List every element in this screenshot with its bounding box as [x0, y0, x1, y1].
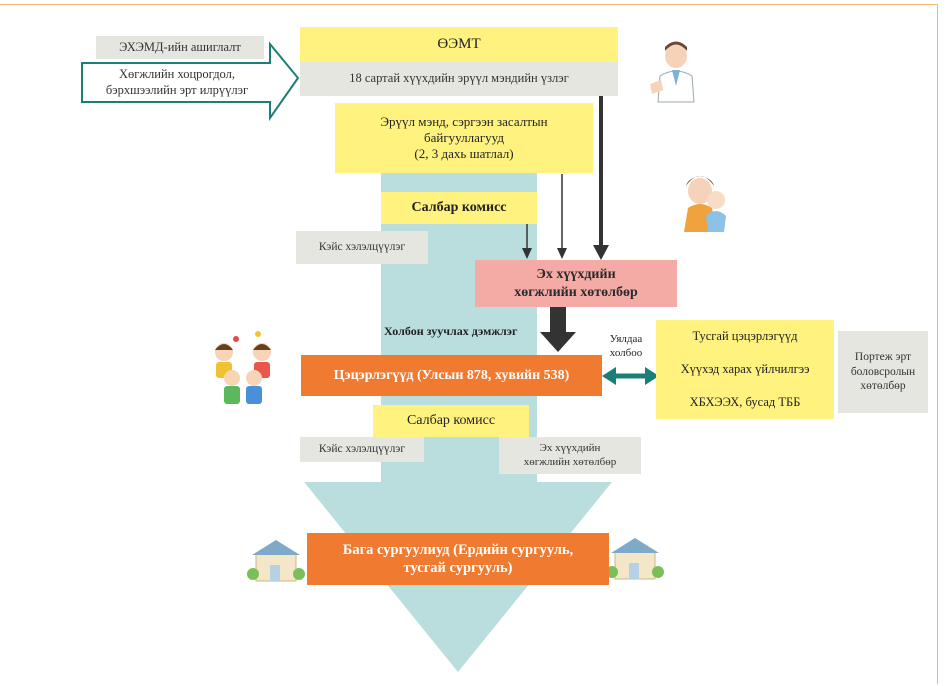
- kindergartens-label: Цэцэрлэгүүд (Улсын 878, хувийн 538): [333, 367, 570, 383]
- mother-child-line1: Эх хүүхдийн: [536, 267, 616, 282]
- oemt-header: ӨЭМТ: [300, 27, 618, 62]
- partners-box: Тусгай цэцэрлэгүүд Хүүхэд харах үйлчилгэ…: [656, 320, 834, 419]
- portage-line2: боловсролын: [850, 365, 916, 378]
- dev-delay-line1: Хөгжлийн хоцрогдол,: [119, 67, 235, 82]
- case-mgmt-box-1: Кэйс хэлэлцүүлэг: [296, 231, 428, 264]
- dev-delay-line2: бэрхшээлийн эрт илрүүлэг: [105, 83, 249, 97]
- thin-arrowhead-1: [557, 248, 567, 259]
- input-arrow-outline: [81, 41, 300, 122]
- cooperation-line1: Уялдаа: [609, 333, 643, 346]
- support-label: Холбон зуучлах дэмжлэг: [384, 324, 544, 342]
- health-orgs-line2: байгууллагууд: [424, 129, 504, 145]
- cooperation-line2: холбоо: [609, 347, 643, 359]
- block-arrowhead: [540, 332, 576, 352]
- mother-child-program-box-2: Эх хүүхдийн хөгжлийн хөтөлбөр: [499, 437, 641, 474]
- thick-arrowhead-1: [593, 245, 609, 260]
- doctor-illustration: [650, 41, 695, 103]
- health-orgs-line3: (2, 3 дахь шатлал): [414, 146, 514, 162]
- primary-schools-line2: тусгай сургууль): [403, 560, 513, 576]
- children-illustration: [215, 331, 271, 404]
- block-connector: [550, 307, 566, 337]
- mother-child-2-line1: Эх хүүхдийн: [539, 441, 601, 454]
- dev-delay-input: Хөгжлийн хоцрогдол, бэрхшээлийн эрт илрү…: [86, 65, 268, 101]
- mother-child-illustration: [684, 176, 726, 232]
- kindergartens-box: Цэцэрлэгүүд (Улсын 878, хувийн 538): [301, 355, 602, 396]
- salbar-komiss-label-1: Салбар комисс: [411, 200, 507, 216]
- salbar-komiss-label-2: Салбар комисс: [406, 413, 496, 429]
- health-orgs-line1: Эрүүл мэнд, сэргээн засалтын: [380, 113, 548, 129]
- ehemd-usage-label: ЭХЭМД-ийн ашиглалт: [119, 39, 241, 54]
- case-mgmt-label-1: Кэйс хэлэлцүүлэг: [318, 241, 406, 254]
- school-illustration-left: [247, 540, 305, 582]
- support-label-text: Холбон зуучлах дэмжлэг: [384, 324, 518, 338]
- oemt-checkup: 18 сартай хүүхдийн эрүүл мэндийн үзлэг: [300, 62, 618, 96]
- oemt-title: ӨЭМТ: [437, 36, 481, 53]
- salbar-komiss-box-1: Салбар комисс: [381, 192, 537, 224]
- portage-line1: Портеж эрт: [854, 351, 912, 364]
- ehemd-usage-box: ЭХЭМД-ийн ашиглалт: [96, 36, 264, 59]
- mother-child-2-line2: хөгжлийн хөтөлбөр: [523, 455, 617, 468]
- thin-arrowhead-2: [522, 248, 532, 259]
- oemt-subtitle: 18 сартай хүүхдийн эрүүл мэндийн үзлэг: [349, 71, 569, 86]
- partner-childcare-service: Хүүхэд харах үйлчилгээ: [680, 362, 810, 376]
- case-mgmt-box-2: Кэйс хэлэлцүүлэг: [300, 437, 424, 462]
- primary-schools-box: Бага сургуулиуд (Ердийн сургууль, тусгай…: [307, 533, 609, 585]
- cooperation-head-right: [645, 367, 659, 385]
- portage-box: Портеж эрт боловсролын хөтөлбөр: [838, 331, 928, 413]
- mother-child-program-box: Эх хүүхдийн хөгжлийн хөтөлбөр: [475, 260, 677, 307]
- case-mgmt-label-2: Кэйс хэлэлцүүлэг: [318, 443, 406, 456]
- partner-ngo: ХБХЭЭХ, бусад ТББ: [689, 395, 801, 409]
- primary-schools-line1: Бага сургуулиуд (Ердийн сургууль,: [342, 541, 574, 558]
- portage-line3: хөтөлбөр: [860, 380, 906, 393]
- mother-child-line2: хөгжлийн хөтөлбөр: [514, 284, 638, 300]
- cooperation-head-left: [602, 367, 616, 385]
- school-illustration-right: [606, 538, 664, 580]
- salbar-komiss-box-2: Салбар комисс: [373, 405, 529, 437]
- diagram-frame: [0, 4, 938, 684]
- partner-special-kindergartens: Тусгай цэцэрлэгүүд: [692, 329, 798, 343]
- cooperation-label: Уялдаа холбоо: [600, 332, 652, 362]
- health-orgs-box: Эрүүл мэнд, сэргээн засалтын байгууллагу…: [335, 103, 593, 173]
